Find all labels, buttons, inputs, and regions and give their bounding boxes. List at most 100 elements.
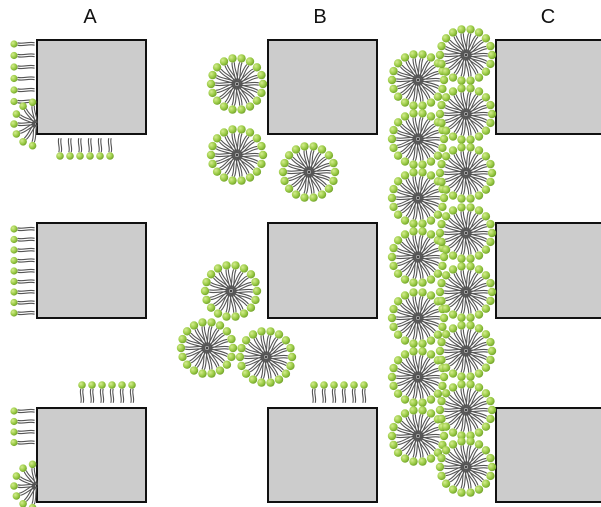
lipid bbox=[437, 278, 466, 293]
lipid bbox=[409, 50, 420, 79]
lipid bbox=[10, 86, 35, 94]
lipid bbox=[464, 56, 475, 85]
lipid bbox=[464, 84, 475, 113]
lipid bbox=[389, 304, 418, 319]
substrate-block-c-top bbox=[495, 39, 601, 135]
substrate-block-a-bottom bbox=[36, 407, 147, 503]
lipid bbox=[467, 453, 495, 469]
lipid bbox=[393, 376, 418, 398]
lipid bbox=[238, 141, 266, 157]
lipid bbox=[417, 436, 436, 463]
lipid bbox=[467, 278, 495, 294]
lipid bbox=[435, 287, 465, 297]
lipid bbox=[448, 55, 467, 82]
lipid bbox=[417, 53, 436, 80]
lipid bbox=[118, 381, 126, 403]
lipid bbox=[10, 225, 35, 233]
lipid bbox=[330, 381, 338, 403]
lipid bbox=[231, 270, 256, 292]
lipid bbox=[416, 378, 427, 407]
lipid bbox=[10, 407, 35, 415]
lipid bbox=[466, 291, 491, 313]
substrate-block-b-bottom bbox=[267, 407, 378, 503]
lipid bbox=[448, 206, 467, 233]
micelle-c-inner-4 bbox=[435, 203, 497, 263]
lipid bbox=[235, 156, 246, 185]
lipid bbox=[457, 25, 468, 54]
lipid bbox=[76, 138, 84, 160]
lipid bbox=[416, 81, 427, 110]
lipid bbox=[98, 381, 106, 403]
micelle-c-outer-3 bbox=[387, 168, 449, 228]
lipid bbox=[10, 417, 35, 426]
lipid-monolayer bbox=[78, 381, 136, 403]
column-label-a: A bbox=[83, 6, 97, 28]
micelle-c-outer-2 bbox=[387, 109, 449, 169]
lipid bbox=[393, 356, 418, 378]
lipid bbox=[10, 63, 35, 71]
lipid bbox=[238, 70, 266, 86]
lipid bbox=[176, 343, 206, 353]
lipid bbox=[435, 462, 465, 472]
lipid bbox=[437, 171, 465, 187]
column-label-b: B bbox=[313, 6, 327, 28]
lipid bbox=[320, 381, 328, 403]
lipid bbox=[416, 50, 427, 79]
micelle-c-inner-1 bbox=[435, 25, 497, 85]
lipid-monolayer bbox=[56, 138, 114, 160]
lipid bbox=[409, 258, 420, 287]
lipid bbox=[417, 377, 436, 404]
lipid bbox=[441, 172, 466, 194]
micelle-c-inner-6 bbox=[435, 321, 497, 381]
micelle-b-2 bbox=[206, 125, 268, 185]
lipid bbox=[265, 357, 284, 384]
lipid bbox=[108, 381, 116, 403]
lipid bbox=[448, 28, 467, 55]
lipid bbox=[464, 115, 475, 144]
lipid bbox=[231, 290, 256, 312]
lipid bbox=[237, 134, 262, 156]
lipid bbox=[128, 381, 136, 403]
lipid bbox=[466, 466, 491, 488]
lipid bbox=[466, 389, 491, 411]
lipid bbox=[441, 409, 466, 431]
lipid bbox=[28, 485, 38, 507]
lipid bbox=[10, 267, 35, 275]
hemimicelle bbox=[10, 460, 38, 507]
lipid bbox=[266, 336, 291, 358]
hemimicelle bbox=[10, 98, 38, 150]
micelle-c-inner-3 bbox=[435, 143, 497, 203]
lipid bbox=[467, 219, 495, 235]
lipid-monolayer bbox=[10, 225, 35, 317]
lipid bbox=[206, 79, 236, 89]
lipid-monolayer bbox=[310, 381, 368, 403]
lipid bbox=[106, 138, 114, 160]
lipid bbox=[10, 51, 35, 60]
lipid bbox=[310, 381, 318, 403]
lipid bbox=[10, 298, 35, 307]
lipid bbox=[78, 381, 86, 403]
micelle-c-inner-8 bbox=[435, 437, 497, 497]
lipid bbox=[202, 289, 230, 305]
lipid bbox=[435, 168, 465, 178]
lipid bbox=[467, 41, 495, 57]
lipid bbox=[393, 59, 418, 81]
lipid bbox=[465, 410, 484, 437]
lipid bbox=[400, 350, 419, 377]
lipid bbox=[464, 174, 475, 203]
lipid bbox=[56, 138, 64, 160]
lipid bbox=[10, 256, 35, 265]
lipid bbox=[10, 428, 35, 436]
lipid bbox=[10, 74, 35, 83]
lipid bbox=[86, 138, 94, 160]
lipid bbox=[416, 347, 427, 376]
lipid bbox=[448, 114, 467, 141]
micelle-c-outer-6 bbox=[387, 347, 449, 407]
lipid bbox=[284, 151, 309, 173]
lipid bbox=[230, 264, 249, 291]
lipid bbox=[448, 292, 467, 319]
lipid bbox=[400, 198, 419, 225]
lipid bbox=[409, 199, 420, 228]
lipid bbox=[466, 446, 491, 468]
